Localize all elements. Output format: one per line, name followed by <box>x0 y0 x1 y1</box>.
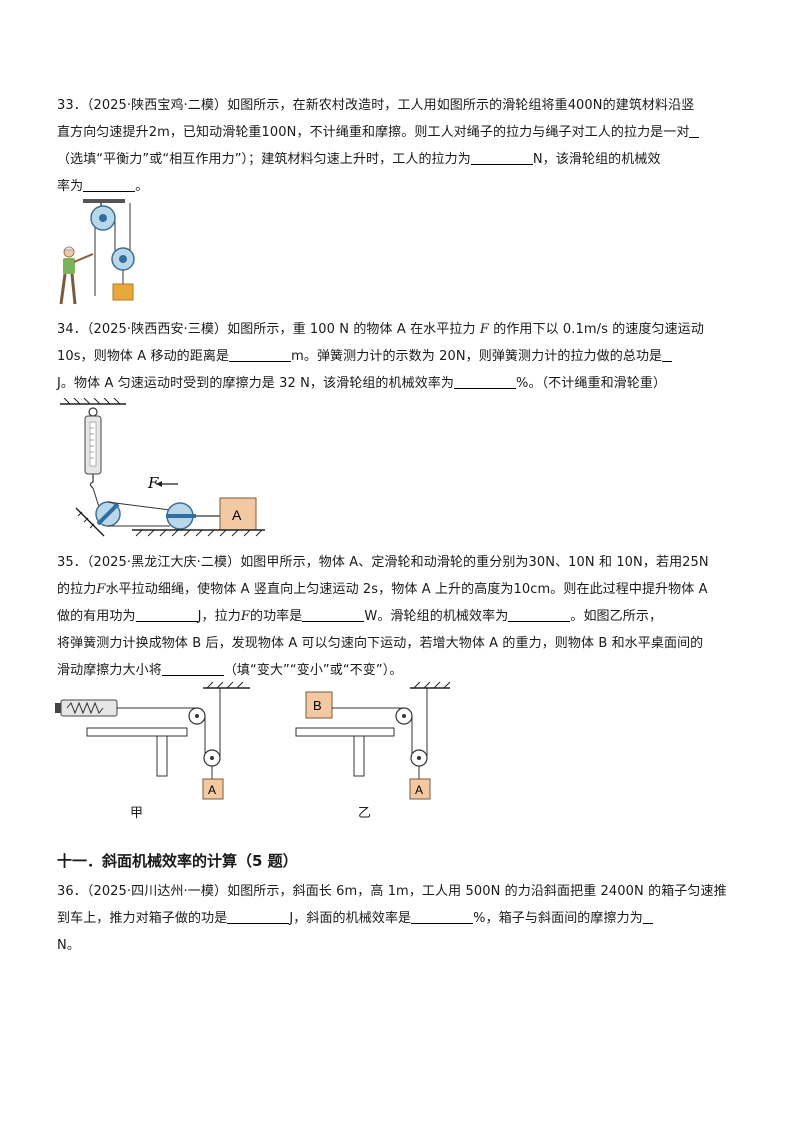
block-a <box>202 778 224 800</box>
table-leg <box>156 735 168 777</box>
answer-blank[interactable] <box>470 148 533 165</box>
q35-line-4: 将弹簧测力计换成物体 B 后，发现物体 A 可以匀速向下运动，若增大物体 A 的… <box>57 636 704 651</box>
figure-jia: A <box>55 681 250 800</box>
q35-line-5: 滑动摩擦力大小将（填“变大”“变小”或“不变”）。 <box>57 657 747 684</box>
question-36: 36．（2025·四川达州·一模）如图所示，斜面长 6m，高 1m，工人用 50… <box>57 878 747 959</box>
answer-blank[interactable] <box>227 907 290 924</box>
answer-blank[interactable] <box>135 605 198 622</box>
spring-scale-pulley-figure: F A <box>60 398 265 537</box>
answer-blank[interactable] <box>83 175 136 192</box>
answer-blank[interactable] <box>454 372 517 389</box>
answer-blank[interactable] <box>689 121 700 138</box>
table-leg <box>353 735 365 777</box>
answer-blank[interactable] <box>411 907 474 924</box>
section-heading: 十一．斜面机械效率的计算（5 题） <box>57 852 298 870</box>
caption-jia: 甲 <box>130 806 144 821</box>
q35-line-2: 的拉力F水平拉动细绳，使物体 A 竖直向上匀速运动 2s，物体 A 上升的高度为… <box>57 582 708 597</box>
q33-line-1: 33．（2025·陕西宝鸡·二模）如图所示，在新农村改造时，工人用如图所示的滑轮… <box>57 98 695 113</box>
force-label: F <box>147 474 159 492</box>
answer-blank[interactable] <box>642 907 653 924</box>
caption-yi: 乙 <box>358 806 372 821</box>
block-a-label: A <box>208 783 216 797</box>
question-33: 33．（2025·陕西宝鸡·二模）如图所示，在新农村改造时，工人用如图所示的滑轮… <box>57 92 747 200</box>
table-top <box>295 727 395 737</box>
question-34: 34．（2025·陕西西安·三模）如图所示，重 100 N 的物体 A 在水平拉… <box>57 316 747 397</box>
block-b <box>305 691 333 719</box>
q34-line-3: J。物体 A 匀速运动时受到的摩擦力是 32 N，该滑轮组的机械效率为%。（不计… <box>57 370 747 397</box>
answer-blank[interactable] <box>161 659 224 676</box>
q36-line-3: N。 <box>57 938 80 953</box>
ceiling-support <box>83 199 125 203</box>
pulley-worker-figure <box>59 199 135 305</box>
q33-line-4: 率为。 <box>57 173 747 200</box>
building-material-block <box>112 283 134 301</box>
block-a <box>409 778 431 800</box>
table-top <box>86 727 188 737</box>
q36-line-1: 36．（2025·四川达州·一模）如图所示，斜面长 6m，高 1m，工人用 50… <box>57 884 727 899</box>
question-35: 35．（2025·黑龙江大庆·二模）如图甲所示，物体 A、定滑轮和动滑轮的重分别… <box>57 549 747 684</box>
q33-line-2: 直方向匀速提升2m，已知动滑轮重100N，不计绳重和摩擦。则工人对绳子的拉力与绳… <box>57 119 747 146</box>
q34-line-1: 34．（2025·陕西西安·三模）如图所示，重 100 N 的物体 A 在水平拉… <box>57 322 704 337</box>
answer-blank[interactable] <box>229 345 292 362</box>
block-a-label: A <box>232 507 242 523</box>
block-a-label: A <box>415 783 423 797</box>
answer-blank[interactable] <box>508 605 571 622</box>
figure-yi: B A <box>295 681 451 800</box>
block-b-label: B <box>313 698 322 713</box>
q35-line-1: 35．（2025·黑龙江大庆·二模）如图甲所示，物体 A、定滑轮和动滑轮的重分别… <box>57 555 709 570</box>
worker-icon <box>59 246 94 305</box>
answer-blank[interactable] <box>662 345 673 362</box>
answer-blank[interactable] <box>302 605 365 622</box>
